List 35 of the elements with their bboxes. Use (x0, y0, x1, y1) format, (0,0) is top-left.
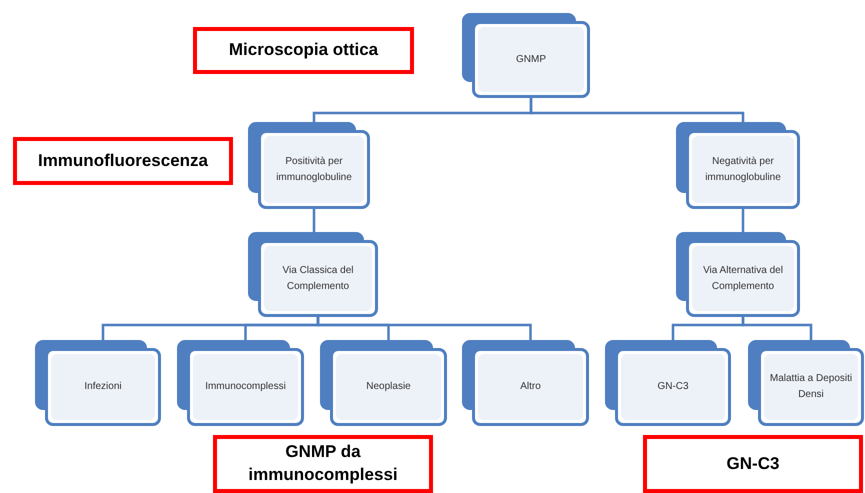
highlight-box (213, 435, 433, 493)
process-box (35, 340, 161, 426)
connector-line (742, 317, 812, 340)
connector-line (530, 98, 744, 122)
process-box (177, 340, 304, 426)
connector-line (742, 209, 744, 232)
node-label: Via Alternativa del Complemento (702, 264, 784, 294)
connector-line (316, 317, 532, 340)
highlight-box (643, 435, 863, 493)
process-box (462, 340, 589, 426)
process-box (248, 232, 378, 317)
highlight-box (193, 27, 414, 74)
section-label: GNMP da immunocomplessi (247, 441, 399, 486)
node-label: Immunocomplessi (205, 380, 286, 394)
process-box (248, 122, 370, 209)
node-label: Malattia a Depositi Densi (768, 372, 854, 402)
section-label: GN-C3 (726, 452, 780, 475)
highlight-box (13, 137, 233, 185)
node-label: Via Classica del Complemento (282, 264, 354, 294)
process-box (605, 340, 731, 426)
node-label: Infezioni (84, 380, 122, 394)
node-label: Negatività per immunoglobuline (704, 154, 782, 184)
process-box (320, 340, 447, 426)
section-label: Immunofluorescenza (38, 150, 208, 172)
node-label: Neoplasie (366, 380, 411, 394)
node-label: GNMP (516, 52, 546, 66)
process-box (676, 232, 800, 317)
process-box (462, 13, 590, 98)
process-box (676, 122, 800, 209)
node-label: Altro (520, 380, 541, 394)
section-label: Microscopia ottica (228, 39, 378, 62)
node-label: Positività per immunoglobuline (275, 154, 353, 184)
connector-line (312, 209, 316, 232)
node-label: GN-C3 (657, 380, 689, 394)
process-box (748, 340, 864, 426)
